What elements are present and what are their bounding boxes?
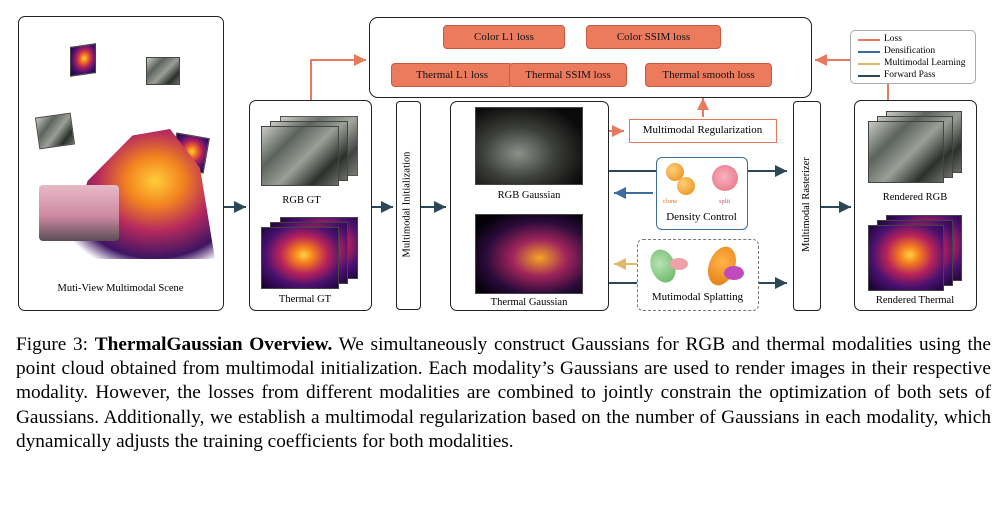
scene-panel: Muti-View Multimodal Scene	[18, 16, 224, 311]
caption-title: ThermalGaussian Overview.	[94, 334, 333, 355]
multimodal-rasterizer-label: Multimodal Rasterizer	[801, 157, 812, 252]
splatting-red-gaussian-icon	[670, 258, 688, 270]
color-l1-loss: Color L1 loss	[443, 25, 565, 49]
figure-caption: Figure 3: ThermalGaussian Overview. We s…	[16, 333, 991, 454]
thermal-smooth-loss: Thermal smooth loss	[645, 63, 772, 87]
legend-swatch	[858, 63, 880, 65]
rendered-rgb-image	[868, 121, 944, 183]
multimodal-regularization-box: Multimodal Regularization	[629, 119, 777, 143]
multimodal-init-label: Multimodal Initialization	[401, 151, 413, 258]
multimodal-splatting-label: Mutimodal Splatting	[651, 291, 744, 303]
split-gaussian-icon	[712, 165, 738, 191]
multimodal-regularization-label: Multimodal Regularization	[642, 124, 763, 136]
scene-truck	[39, 185, 119, 241]
caption-body: We simultaneously construct Gaussians fo…	[16, 334, 991, 452]
rendered-thermal-label: Rendered Thermal	[875, 295, 955, 306]
rgb-gt-image	[261, 126, 339, 186]
legend-label: Densification	[884, 46, 936, 56]
legend-swatch	[858, 39, 880, 41]
multimodal-splatting-box: Mutimodal Splatting	[637, 239, 759, 311]
multimodal-rasterizer-block: Multimodal Rasterizer	[793, 101, 821, 311]
legend-label: Multimodal Learning	[884, 58, 966, 68]
thermal-gaussian-image	[475, 214, 583, 294]
scene-view-thumbnail	[34, 112, 76, 150]
legend: Loss Densification Multimodal Learning F…	[850, 30, 976, 84]
gaussian-panel: RGB Gaussian Thermal Gaussian	[450, 101, 609, 311]
legend-swatch	[858, 75, 880, 77]
thermal-gt-label: Thermal GT	[278, 294, 332, 305]
thermal-gt-image	[261, 227, 339, 289]
scene-label: Muti-View Multimodal Scene	[57, 283, 184, 294]
rendered-rgb-label: Rendered RGB	[882, 192, 948, 203]
arrow-gt-to-loss	[310, 54, 366, 100]
split-label: split	[719, 198, 731, 205]
legend-swatch	[858, 51, 880, 53]
legend-item-forward-pass: Forward Pass	[858, 70, 936, 80]
loss-panel: Color L1 loss Color SSIM loss Thermal L1…	[369, 17, 812, 98]
scene-view-thumbnail	[146, 57, 180, 85]
density-control-box: clone split Density Control	[656, 157, 748, 230]
clone-gaussian-icon	[677, 177, 695, 195]
thermal-ssim-loss: Thermal SSIM loss	[509, 63, 627, 87]
rendered-panel: Rendered RGB Rendered Thermal	[854, 100, 977, 311]
multimodal-init-block: Multimodal Initialization	[396, 101, 421, 310]
rendered-thermal-image	[868, 225, 944, 291]
legend-item-multimodal-learning: Multimodal Learning	[858, 58, 966, 68]
legend-item-loss: Loss	[858, 34, 902, 44]
rgb-gaussian-image	[475, 107, 583, 185]
rgb-gaussian-label: RGB Gaussian	[497, 190, 561, 201]
scene-view-thumbnail	[70, 43, 96, 77]
caption-prefix: Figure 3:	[16, 334, 95, 355]
rgb-gt-label: RGB GT	[282, 195, 321, 206]
density-control-label: Density Control	[666, 211, 737, 223]
thermal-gaussian-label: Thermal Gaussian	[490, 297, 568, 308]
legend-item-densification: Densification	[858, 46, 936, 56]
thermal-l1-loss: Thermal L1 loss	[391, 63, 513, 87]
clone-label: clone	[663, 198, 678, 205]
overview-figure: Muti-View Multimodal Scene RGB GT Therma…	[18, 16, 977, 311]
legend-label: Forward Pass	[884, 70, 936, 80]
splatting-purple-gaussian-icon	[724, 266, 744, 280]
gt-panel: RGB GT Thermal GT	[249, 100, 372, 311]
clone-gaussian-icon	[666, 163, 684, 181]
legend-label: Loss	[884, 34, 902, 44]
color-ssim-loss: Color SSIM loss	[586, 25, 721, 49]
